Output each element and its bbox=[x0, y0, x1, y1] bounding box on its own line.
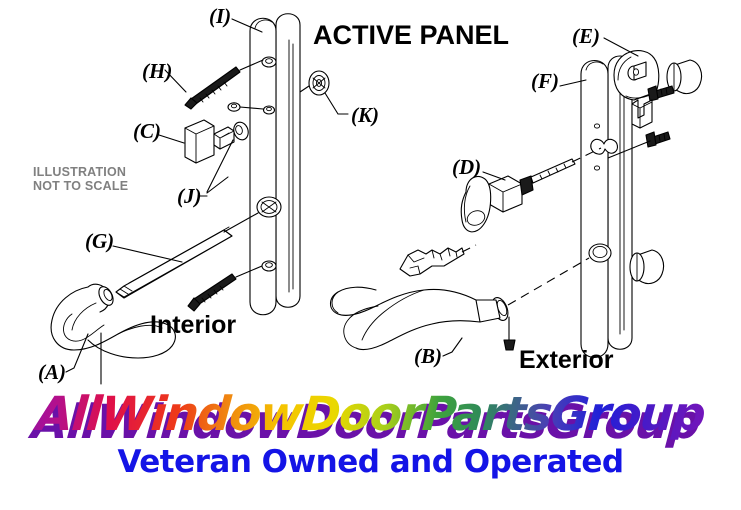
scale-note-line-1: ILLUSTRATION bbox=[33, 165, 126, 179]
callout-label-c: (C) bbox=[133, 119, 161, 143]
exterior-lower-knob bbox=[629, 249, 665, 285]
interior-lever-handle bbox=[50, 283, 176, 385]
brand-tagline: Veteran Owned and Operated bbox=[117, 444, 624, 480]
callout-label-f: (F) bbox=[531, 69, 559, 93]
machine-screw-head-small bbox=[227, 102, 264, 112]
clip-bracket bbox=[631, 99, 653, 129]
callout-label-i: (I) bbox=[209, 4, 231, 28]
side-label-exterior: Exterior bbox=[519, 346, 614, 374]
upper-fixing-screw bbox=[647, 85, 675, 102]
trim-washer bbox=[299, 70, 349, 115]
callout-label-j: (J) bbox=[177, 184, 202, 208]
brand-logo-text: AllWindowDoorPartsGroup bbox=[0, 386, 741, 444]
lower-fixing-screw bbox=[607, 131, 671, 159]
callout-label-b: (B) bbox=[414, 344, 442, 368]
square-spindle bbox=[112, 212, 259, 299]
leader-i bbox=[231, 18, 263, 33]
interior-escutcheon-plate bbox=[249, 13, 301, 316]
callout-label-g: (G) bbox=[85, 229, 114, 253]
scale-note-line-2: NOT TO SCALE bbox=[33, 179, 128, 193]
brand-logo-wrapper: AllWindowDoorPartsGroup AllWindowDoorPar… bbox=[0, 386, 741, 450]
branding-footer: AllWindowDoorPartsGroup AllWindowDoorPar… bbox=[0, 386, 741, 510]
diagram-title: ACTIVE PANEL bbox=[313, 20, 509, 50]
callout-label-k: (K) bbox=[351, 103, 379, 127]
door-key bbox=[399, 244, 477, 277]
callout-label-d: (D) bbox=[452, 155, 481, 179]
callout-label-a: (A) bbox=[38, 360, 66, 384]
cylinder-collar bbox=[460, 175, 492, 233]
thumbturn-bushing bbox=[197, 121, 249, 197]
machine-screw-top bbox=[164, 59, 264, 110]
callout-label-e: (E) bbox=[572, 24, 600, 48]
exterior-escutcheon-plate bbox=[559, 55, 633, 359]
side-label-interior: Interior bbox=[150, 311, 236, 339]
exterior-lever-handle bbox=[329, 257, 590, 357]
interior-thumbturn bbox=[158, 119, 235, 164]
machine-screw-bottom bbox=[187, 265, 263, 312]
callout-label-h: (H) bbox=[142, 59, 172, 83]
